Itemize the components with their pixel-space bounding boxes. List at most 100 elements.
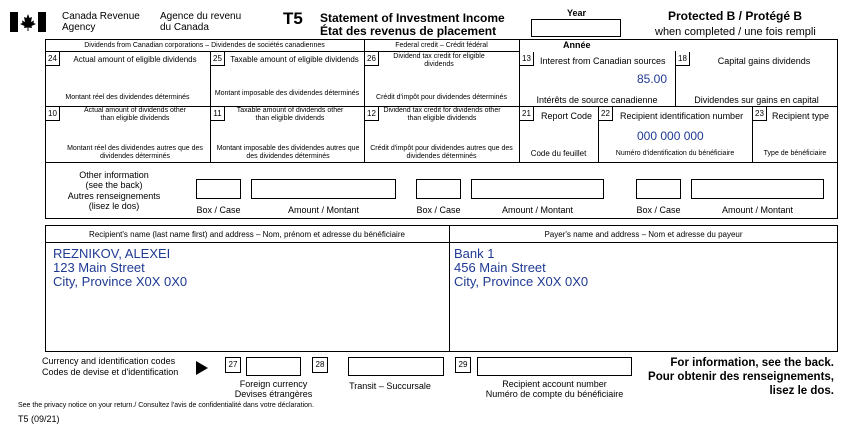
box-28-number-text: 28 <box>315 360 325 369</box>
box-27-number: 27 <box>225 357 241 373</box>
other-info-box-1-label: Box / Case <box>196 205 241 215</box>
currency-codes-label-en: Currency and identification codes <box>42 356 176 366</box>
box-13-number: 13 <box>520 52 534 66</box>
box-13-label-en: Interest from Canadian sources <box>540 56 666 66</box>
box-11-label-fr: Montant imposable des dividendes autres … <box>216 145 360 160</box>
other-info-amount-1-field[interactable] <box>251 179 396 199</box>
amount-grid <box>45 39 838 219</box>
box-10-label-en: Actual amount of dividends other than el… <box>84 107 186 122</box>
box-25-field[interactable] <box>225 66 362 88</box>
box-10-field[interactable] <box>60 124 208 144</box>
box-23-number: 23 <box>753 107 767 121</box>
other-info-amount-2-label: Amount / Montant <box>501 205 574 215</box>
box-22-field[interactable]: 000 000 000 <box>613 124 750 148</box>
box-24-field[interactable] <box>60 66 208 88</box>
other-info-label-en-1: Other information <box>79 170 149 180</box>
box-22-value: 000 000 000 <box>637 129 704 143</box>
box-21-label-en: Report Code <box>541 111 593 121</box>
other-info-label-fr-2: (lisez le dos) <box>88 201 140 211</box>
box-27-number-text: 27 <box>228 360 238 369</box>
dept-name-fr-2: du Canada <box>160 22 209 33</box>
payer-street: 456 Main Street <box>454 260 546 275</box>
recipient-address-field[interactable]: REZNIKOV, ALEXEI 123 Main Street City, P… <box>53 247 443 347</box>
currency-codes-label-fr: Codes de devise et d'identification <box>42 367 179 377</box>
protected-label: Protected B / Protégé B <box>668 9 803 23</box>
box-28-label: Transit – Succursale <box>349 381 431 391</box>
payer-city: City, Province X0X 0X0 <box>454 274 589 289</box>
box-12-number: 12 <box>365 107 379 121</box>
box-11-number: 11 <box>211 107 225 121</box>
box-18-label-fr: Dividendes sur gains en capital <box>694 95 819 105</box>
recipient-name: REZNIKOV, ALEXEI <box>53 246 171 261</box>
dept-name-en-1: Canada Revenue <box>62 11 140 22</box>
box-29-label-en: Recipient account number <box>502 379 607 389</box>
box-23-field[interactable] <box>767 124 836 146</box>
box-12-field[interactable] <box>380 124 517 144</box>
year-label-fr: Année <box>563 40 591 50</box>
other-info-label-en-2: (see the back) <box>85 180 143 190</box>
box-22-label-fr: Numéro d'identification du bénéficiaire <box>615 150 735 157</box>
other-info-amount-3-field[interactable] <box>691 179 824 199</box>
box-13-label-fr: Intérêts de source canadienne <box>536 95 658 105</box>
privacy-notice: See the privacy notice on your return./ … <box>18 402 314 409</box>
box-27-field[interactable] <box>246 357 301 376</box>
box-29-number: 29 <box>455 357 471 373</box>
other-info-box-1-field[interactable] <box>196 179 241 199</box>
form-code: T5 <box>283 9 303 28</box>
box-24-label-fr: Montant réel des dividendes déterminés <box>65 94 190 101</box>
canada-flag-icon <box>10 12 46 32</box>
form-title-en: Statement of Investment Income <box>320 11 505 25</box>
box-23-label-en: Recipient type <box>772 111 830 121</box>
box-26-label-fr: Crédit d'impôt pour dividendes déterminé… <box>376 94 507 101</box>
box-13-value: 85.00 <box>636 72 667 86</box>
box-21-label-fr: Code du feuillet <box>530 149 587 158</box>
box-18-number: 18 <box>676 52 690 66</box>
box-10-number: 10 <box>46 107 60 121</box>
box-11-field[interactable] <box>225 124 362 144</box>
box-28-number: 28 <box>312 357 328 373</box>
other-info-box-2-label: Box / Case <box>416 205 461 215</box>
box-28-field[interactable] <box>348 357 444 376</box>
dividends-section-header: Dividends from Canadian corporations – D… <box>84 42 325 49</box>
year-label-en: Year <box>567 8 587 18</box>
other-info-amount-2-field[interactable] <box>471 179 604 199</box>
protected-note: when completed / une fois rempli <box>655 26 816 38</box>
box-21-field[interactable] <box>534 124 596 146</box>
recipient-label: Recipient's name (last name first) and a… <box>89 230 405 239</box>
dept-name-en-2: Agency <box>62 22 96 33</box>
box-26-label-en: Dividend tax credit for eligible dividen… <box>393 53 485 68</box>
box-29-field[interactable] <box>477 357 632 376</box>
other-info-label-fr-1: Autres renseignements <box>67 191 161 201</box>
box-10-label-fr: Montant réel des dividendes autres que d… <box>67 145 203 160</box>
federal-credit-header: Federal credit – Crédit fédéral <box>395 42 488 49</box>
box-24-label-en: Actual amount of eligible dividends <box>73 55 197 64</box>
other-info-box-3-field[interactable] <box>636 179 681 199</box>
other-info-amount-3-label: Amount / Montant <box>721 205 794 215</box>
other-info-amount-1-label: Amount / Montant <box>287 205 360 215</box>
form-title-fr: État des revenus de placement <box>320 24 497 38</box>
box-21-number: 21 <box>520 107 534 121</box>
box-25-label-fr: Montant imposable des dividendes détermi… <box>214 90 360 97</box>
info-note-2: Pour obtenir des renseignements, <box>648 371 834 383</box>
box-13-field[interactable]: 85.00 <box>534 68 673 92</box>
box-11-label-en: Taxable amount of dividends other than e… <box>236 107 344 122</box>
box-25-number: 25 <box>211 52 225 66</box>
box-22-number: 22 <box>599 107 613 121</box>
year-field[interactable] <box>531 19 621 37</box>
box-25-label-en: Taxable amount of eligible dividends <box>230 55 359 64</box>
box-29-label-fr: Numéro de compte du bénéficiaire <box>485 389 624 399</box>
box-27-label-en: Foreign currency <box>239 379 308 389</box>
box-12-label-fr: Crédit d'impôt pour dividendes autres qu… <box>370 145 513 160</box>
other-info-box-2-field[interactable] <box>416 179 461 199</box>
recipient-street: 123 Main Street <box>53 260 145 275</box>
payer-address-field[interactable]: Bank 1 456 Main Street City, Province X0… <box>454 247 834 347</box>
box-26-field[interactable] <box>380 70 517 90</box>
arrow-right-icon <box>196 361 208 375</box>
recipient-city: City, Province X0X 0X0 <box>53 274 188 289</box>
box-23-label-fr: Type de bénéficiaire <box>763 150 827 157</box>
info-note-3: lisez le dos. <box>769 385 834 397</box>
other-info-box-3-label: Box / Case <box>636 205 681 215</box>
box-24-number: 24 <box>46 52 60 66</box>
box-18-field[interactable] <box>690 68 836 92</box>
